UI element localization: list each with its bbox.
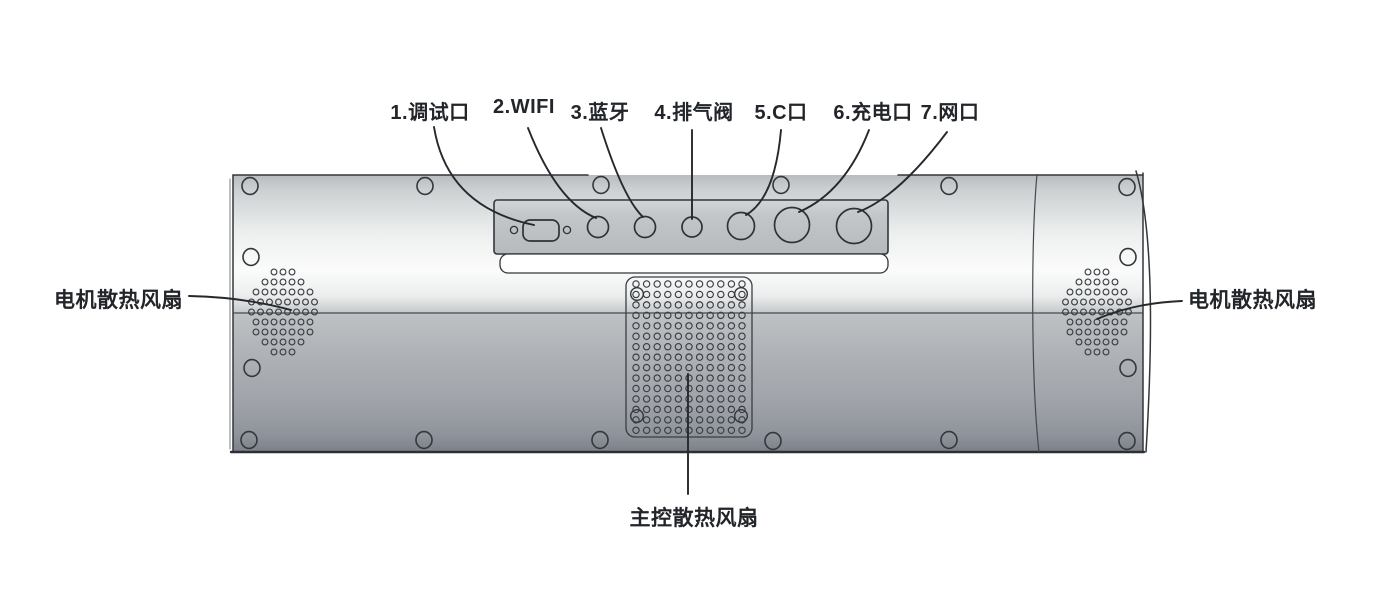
right-motor-fan-grille — [1062, 268, 1132, 356]
screw-hole — [764, 431, 782, 451]
right-end-cap — [1135, 170, 1152, 453]
right-vertical-seam — [1032, 173, 1040, 453]
screw-hole — [1119, 358, 1137, 378]
screw-hole — [243, 358, 261, 378]
screw-hole — [241, 176, 259, 196]
main-fan-screw — [630, 287, 645, 302]
bluetooth-antenna-port — [633, 215, 657, 239]
screw-hole — [1118, 431, 1136, 451]
screw-hole — [591, 430, 609, 450]
main-fan-screw — [734, 409, 749, 424]
label-right-motor-fan: 电机散热风扇 — [1188, 289, 1317, 312]
label-type-c-port: 5.C口 — [754, 102, 808, 124]
screw-hole — [592, 175, 610, 195]
screw-hole — [240, 430, 258, 450]
left-motor-fan-grille — [248, 268, 318, 356]
label-bluetooth: 3.蓝牙 — [570, 102, 630, 124]
screw-hole — [1118, 177, 1136, 197]
debug-port-screw — [562, 225, 572, 235]
screw-hole — [242, 247, 260, 267]
leader-debug-port — [433, 126, 535, 226]
label-main-control-fan: 主控散热风扇 — [629, 507, 759, 530]
label-charging-port: 6.充电口 — [833, 102, 913, 124]
ethernet-port — [835, 207, 873, 245]
leader-type-c — [745, 129, 782, 216]
label-wifi: 2.WIFI — [493, 96, 555, 118]
debug-port-connector — [509, 219, 572, 242]
label-ethernet-port: 7.网口 — [920, 102, 980, 124]
screw-holes — [240, 175, 1137, 451]
leader-right-fan — [1096, 300, 1183, 320]
type-c-port — [726, 211, 756, 241]
main-control-fan-grille — [625, 276, 753, 438]
label-debug-port: 1.调试口 — [390, 102, 470, 124]
main-fan-screw — [630, 409, 645, 424]
debug-port-screw — [509, 225, 519, 235]
leader-bluetooth — [600, 127, 644, 218]
charging-port — [773, 206, 811, 244]
screw-hole — [415, 430, 433, 450]
connector-panel — [493, 199, 889, 274]
leader-wifi — [527, 127, 597, 219]
label-left-motor-fan: 电机散热风扇 — [54, 289, 183, 312]
connector-panel-lip — [499, 253, 889, 274]
screw-hole — [940, 176, 958, 196]
main-fan-screw — [734, 287, 749, 302]
label-exhaust-valve: 4.排气阀 — [654, 102, 734, 124]
screw-hole — [772, 175, 790, 195]
leader-charging — [798, 129, 870, 213]
main-fan-frame — [625, 276, 753, 438]
screw-hole — [416, 176, 434, 196]
wifi-antenna-port — [586, 215, 610, 239]
connector-panel-plate — [493, 199, 889, 255]
leader-lines — [188, 126, 1183, 495]
debug-port-body — [522, 219, 560, 242]
leader-ethernet — [857, 131, 948, 213]
screw-hole — [1119, 247, 1137, 267]
leader-left-fan — [188, 295, 292, 311]
screw-hole — [940, 430, 958, 450]
